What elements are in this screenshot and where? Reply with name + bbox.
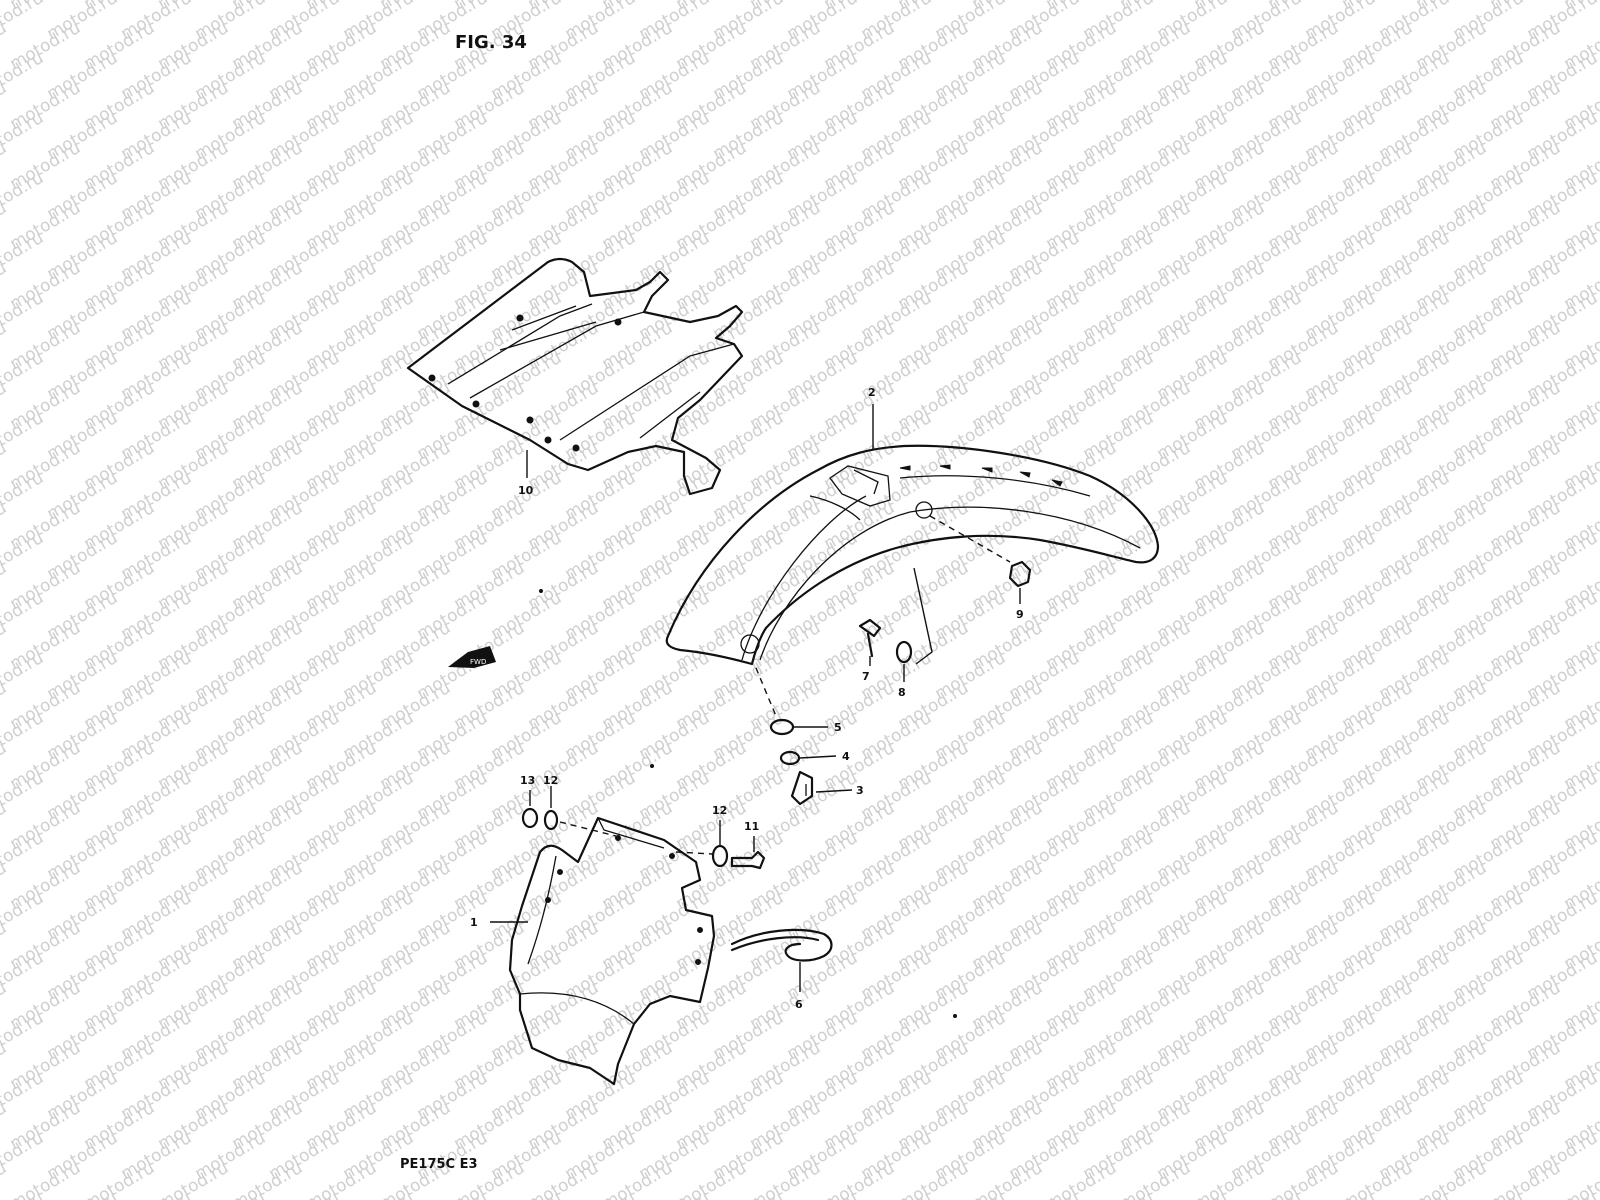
- watermark-text: motod.ru: [599, 1158, 677, 1200]
- watermark-text: motod.ru: [1043, 1158, 1121, 1200]
- svg-text:FWD: FWD: [470, 658, 486, 666]
- watermark-text: motod.ru: [895, 1158, 973, 1200]
- watermark-text: motod.ru: [525, 1158, 603, 1200]
- callout-6: 6: [795, 998, 803, 1011]
- callout-11: 11: [744, 820, 759, 833]
- model-code: PE175C E3: [400, 1157, 478, 1172]
- callout-2: 2: [868, 386, 876, 399]
- watermark-text: motod.ru: [1413, 1158, 1491, 1200]
- watermark-text: motod.ru: [7, 1158, 85, 1200]
- figure-title: FIG. 34: [455, 32, 527, 53]
- watermark-text: motod.ru: [81, 1158, 159, 1200]
- callout-5: 5: [834, 721, 842, 734]
- callout-12-left: 12: [543, 774, 558, 787]
- callout-1: 1: [470, 916, 478, 929]
- watermark-text: motod.ru: [969, 1158, 1047, 1200]
- watermark-text: motod.ru: [1117, 1158, 1195, 1200]
- callout-8: 8: [898, 686, 906, 699]
- watermark-text: motod.ru: [1487, 1158, 1565, 1200]
- callout-3: 3: [856, 784, 864, 797]
- watermark-text: motod.ru: [1265, 1158, 1343, 1200]
- watermark-text: motod.ru: [821, 1158, 899, 1200]
- callout-7: 7: [862, 670, 870, 683]
- watermark-text: motod.ru: [303, 1158, 381, 1200]
- callout-12-right: 12: [712, 804, 727, 817]
- watermark-text: motod.ru: [673, 1158, 751, 1200]
- watermark-text: motod.ru: [155, 1158, 233, 1200]
- callout-4: 4: [842, 750, 850, 763]
- callout-13: 13: [520, 774, 535, 787]
- watermark-text: motod.ru: [229, 1158, 307, 1200]
- watermark-text: motod.ru: [747, 1158, 825, 1200]
- callout-9: 9: [1016, 608, 1024, 621]
- watermark-text: motod.ru: [1339, 1158, 1417, 1200]
- callout-10: 10: [518, 484, 534, 497]
- watermark-text: motod.ru: [1191, 1158, 1269, 1200]
